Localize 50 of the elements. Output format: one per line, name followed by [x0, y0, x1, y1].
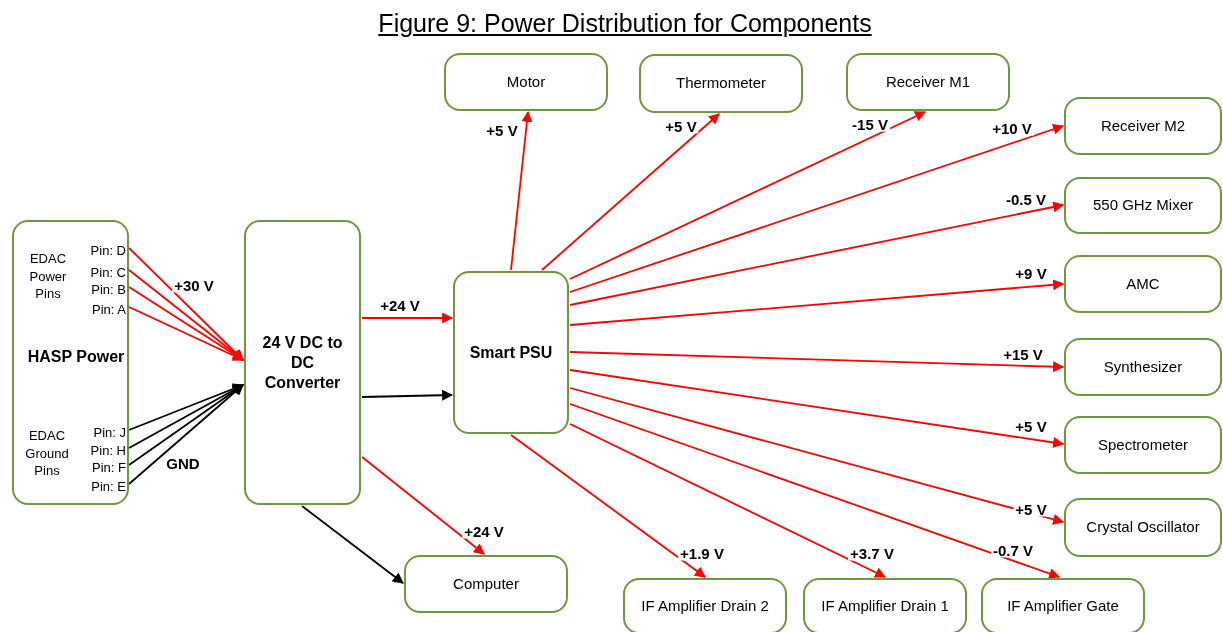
component-box: Computer: [404, 555, 568, 613]
component-box: Receiver M1: [846, 53, 1010, 111]
pin-label: Pin: J: [80, 422, 130, 442]
arrow: [541, 113, 720, 271]
component-box: Crystal Oscillator: [1064, 498, 1222, 557]
component-box: Spectrometer: [1064, 416, 1222, 474]
component-box: Thermometer: [639, 54, 803, 113]
arrow: [510, 110, 533, 271]
arrow: [361, 389, 454, 401]
arrow: [569, 111, 926, 280]
pin-group-label: EDAC Power Pins: [28, 250, 68, 303]
arrow: [569, 351, 1065, 373]
arrow: [569, 387, 1065, 525]
arrow: [569, 403, 1061, 579]
pin-label: Pin: C: [80, 263, 130, 281]
component-box: [12, 220, 129, 505]
arrow: [128, 269, 244, 361]
arrow: [128, 247, 244, 361]
arrow: [569, 369, 1065, 448]
component-box: Synthesizer: [1064, 338, 1222, 396]
pin-label: Pin: F: [80, 458, 130, 476]
arrow: [128, 306, 244, 361]
pin-label: Pin: E: [80, 476, 130, 496]
arrow: [510, 434, 706, 578]
component-box: IF Amplifier Gate: [981, 578, 1145, 632]
arrow: [569, 279, 1065, 326]
component-box: Smart PSU: [453, 271, 569, 434]
arrow: [569, 423, 886, 578]
pin-label: Pin: H: [80, 441, 130, 459]
component-box: IF Amplifier Drain 1: [803, 578, 967, 632]
pin-label: Pin: A: [80, 299, 130, 319]
figure-title: Figure 9: Power Distribution for Components: [377, 8, 873, 39]
arrow: [361, 312, 454, 324]
component-box: 24 V DC to DC Converter: [244, 220, 361, 505]
pin-label: Pin: D: [80, 240, 130, 260]
component-box: Motor: [444, 53, 608, 111]
arrow: [569, 201, 1065, 306]
pin-group-label: EDAC Ground Pins: [24, 427, 70, 480]
pin-label: Pin: B: [80, 280, 130, 298]
box-title: HASP Power: [26, 347, 126, 367]
component-box: Receiver M2: [1064, 97, 1222, 155]
arrow: [128, 286, 244, 361]
component-box: IF Amplifier Drain 2: [623, 578, 787, 632]
arrow: [361, 456, 485, 555]
arrow: [128, 383, 244, 431]
arrow: [301, 505, 404, 584]
component-box: AMC: [1064, 255, 1222, 313]
arrow: [569, 123, 1065, 293]
arrow: [128, 384, 244, 485]
component-box: 550 GHz Mixer: [1064, 177, 1222, 234]
